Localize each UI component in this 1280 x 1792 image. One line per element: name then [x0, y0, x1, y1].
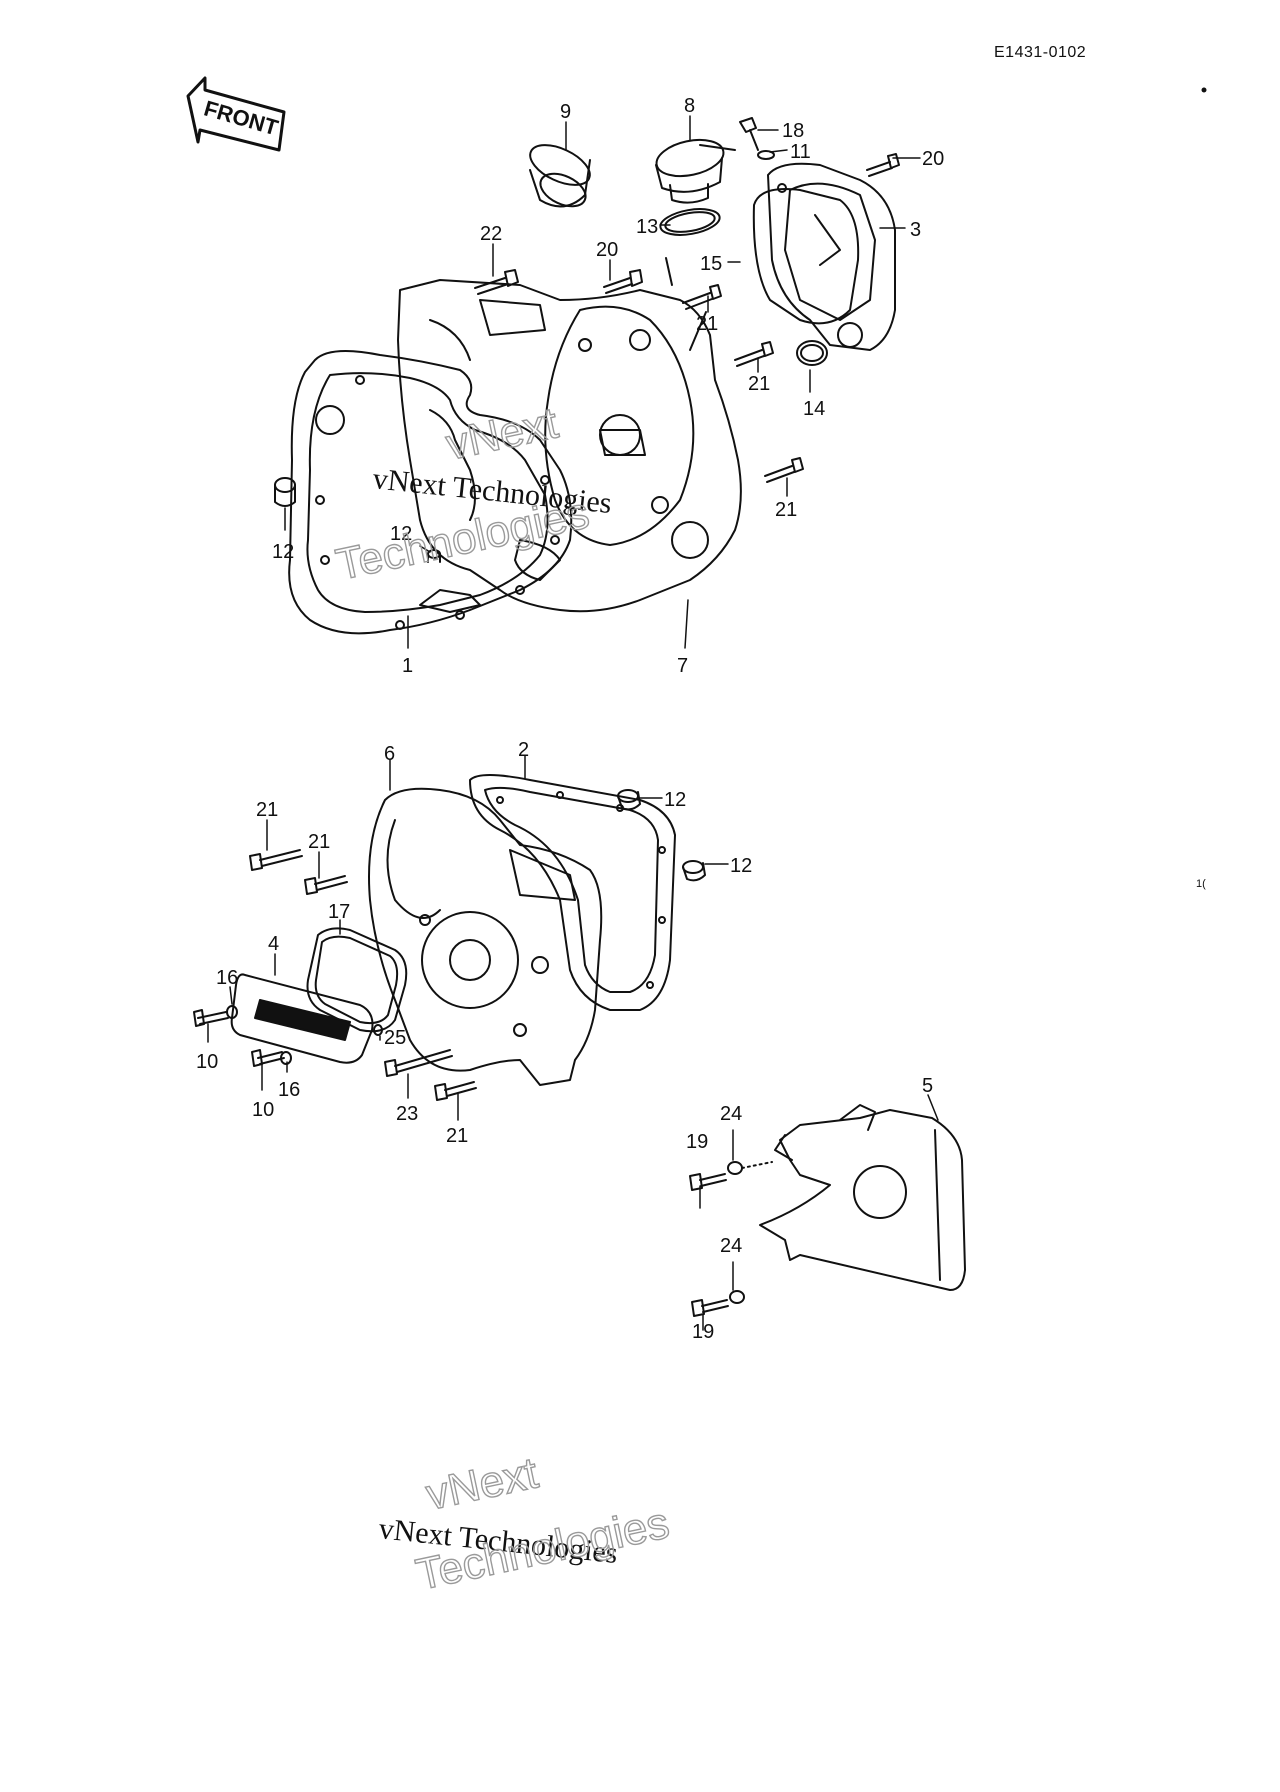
part-10-screw-b	[251, 1049, 285, 1067]
callout-16-a: 16	[216, 967, 238, 989]
part-20-bolt-upper	[603, 269, 643, 294]
part-11-washer	[757, 150, 775, 160]
watermark-lower-line1: vNext	[422, 1448, 542, 1519]
callout-3: 3	[910, 219, 921, 241]
callout-16-b: 16	[278, 1079, 300, 1101]
part-21-bolt-e	[304, 875, 348, 895]
part-20-bolt-right	[866, 153, 900, 177]
callout-6: 6	[384, 743, 395, 765]
stray-dot	[1201, 87, 1207, 93]
callout-24-b: 24	[720, 1235, 742, 1257]
callout-8: 8	[684, 95, 695, 117]
part-3-cover	[767, 162, 896, 351]
callout-12-d: 12	[730, 855, 752, 877]
callout-19-a: 19	[686, 1131, 708, 1153]
part-12-dowel-d	[682, 860, 706, 882]
callout-17: 17	[328, 901, 350, 923]
margin-mark: 1(	[1196, 878, 1206, 890]
callout-1: 1	[402, 655, 413, 677]
part-16-washer-b	[280, 1051, 292, 1065]
callout-22: 22	[480, 223, 502, 245]
callout-2: 2	[518, 739, 529, 761]
part-14-seal-ring	[796, 340, 828, 366]
callout-10-a: 10	[196, 1051, 218, 1073]
part-24-washer-a	[727, 1161, 743, 1175]
part-9-cap	[529, 144, 591, 208]
part-25-rivet	[373, 1024, 383, 1036]
part-5-guard	[759, 1104, 966, 1291]
callout-9: 9	[560, 101, 571, 123]
part-12-dowel-c	[617, 789, 641, 811]
callout-10-b: 10	[252, 1099, 274, 1121]
part-17-gasket	[306, 927, 408, 1033]
part-16-washer-a	[226, 1005, 238, 1019]
callout-labels: 9 8 18 11 20 3 13 15 22 20 21 21 14 21 1…	[196, 95, 944, 1343]
callout-12-c: 12	[664, 789, 686, 811]
callout-21-d: 21	[256, 799, 278, 821]
callout-7: 7	[677, 655, 688, 677]
callout-25: 25	[384, 1027, 406, 1049]
callout-5: 5	[922, 1075, 933, 1097]
part-6-side-cover	[368, 787, 603, 1086]
watermark-upper: vNext vNext Technologies Technologies	[331, 398, 613, 591]
part-8-filler-cap	[655, 138, 736, 204]
callout-14: 14	[803, 398, 825, 420]
callout-4: 4	[268, 933, 279, 955]
part-12-dowel-a	[274, 477, 296, 507]
part-21-bolt-f	[434, 1081, 477, 1101]
part-21-bolt-b	[734, 341, 774, 367]
callout-21-f: 21	[446, 1125, 468, 1147]
callout-21-b: 21	[748, 373, 770, 395]
part-4-badge-plate	[230, 973, 374, 1064]
callout-21-c: 21	[775, 499, 797, 521]
part-10-screw-a	[193, 1009, 229, 1027]
callout-20-upper: 20	[596, 239, 618, 261]
leader-lines	[207, 115, 939, 1331]
watermark-upper-line1: vNext	[442, 398, 562, 469]
part-24-washer-b	[729, 1290, 745, 1304]
part-21-bolt-d	[249, 849, 303, 871]
part-13-o-ring	[659, 208, 721, 236]
callout-19-b: 19	[692, 1321, 714, 1343]
callout-12-b: 12	[390, 523, 412, 545]
callout-21-e: 21	[308, 831, 330, 853]
callout-24-a: 24	[720, 1103, 742, 1125]
part-15-gasket	[752, 188, 860, 325]
callout-21-a: 21	[696, 313, 718, 335]
callout-15: 15	[700, 253, 722, 275]
part-7-crankcase	[397, 257, 742, 613]
front-arrow-icon: FRONT	[186, 76, 286, 152]
part-18-bolt	[739, 117, 759, 151]
watermark-lower: vNext vNext Technologies Technologies	[377, 1448, 674, 1601]
document-code: E1431-0102	[994, 44, 1087, 61]
callout-13: 13	[636, 216, 658, 238]
part-19-bolt-a	[689, 1173, 727, 1191]
part-21-bolt-c	[764, 457, 804, 483]
part-19-bolt-b	[691, 1299, 729, 1317]
callout-20-right: 20	[922, 148, 944, 170]
callout-23: 23	[396, 1103, 418, 1125]
callout-11: 11	[790, 141, 811, 163]
part-23-long-bolt	[384, 1049, 453, 1077]
callout-12-a: 12	[272, 541, 294, 563]
callout-18: 18	[782, 120, 804, 142]
